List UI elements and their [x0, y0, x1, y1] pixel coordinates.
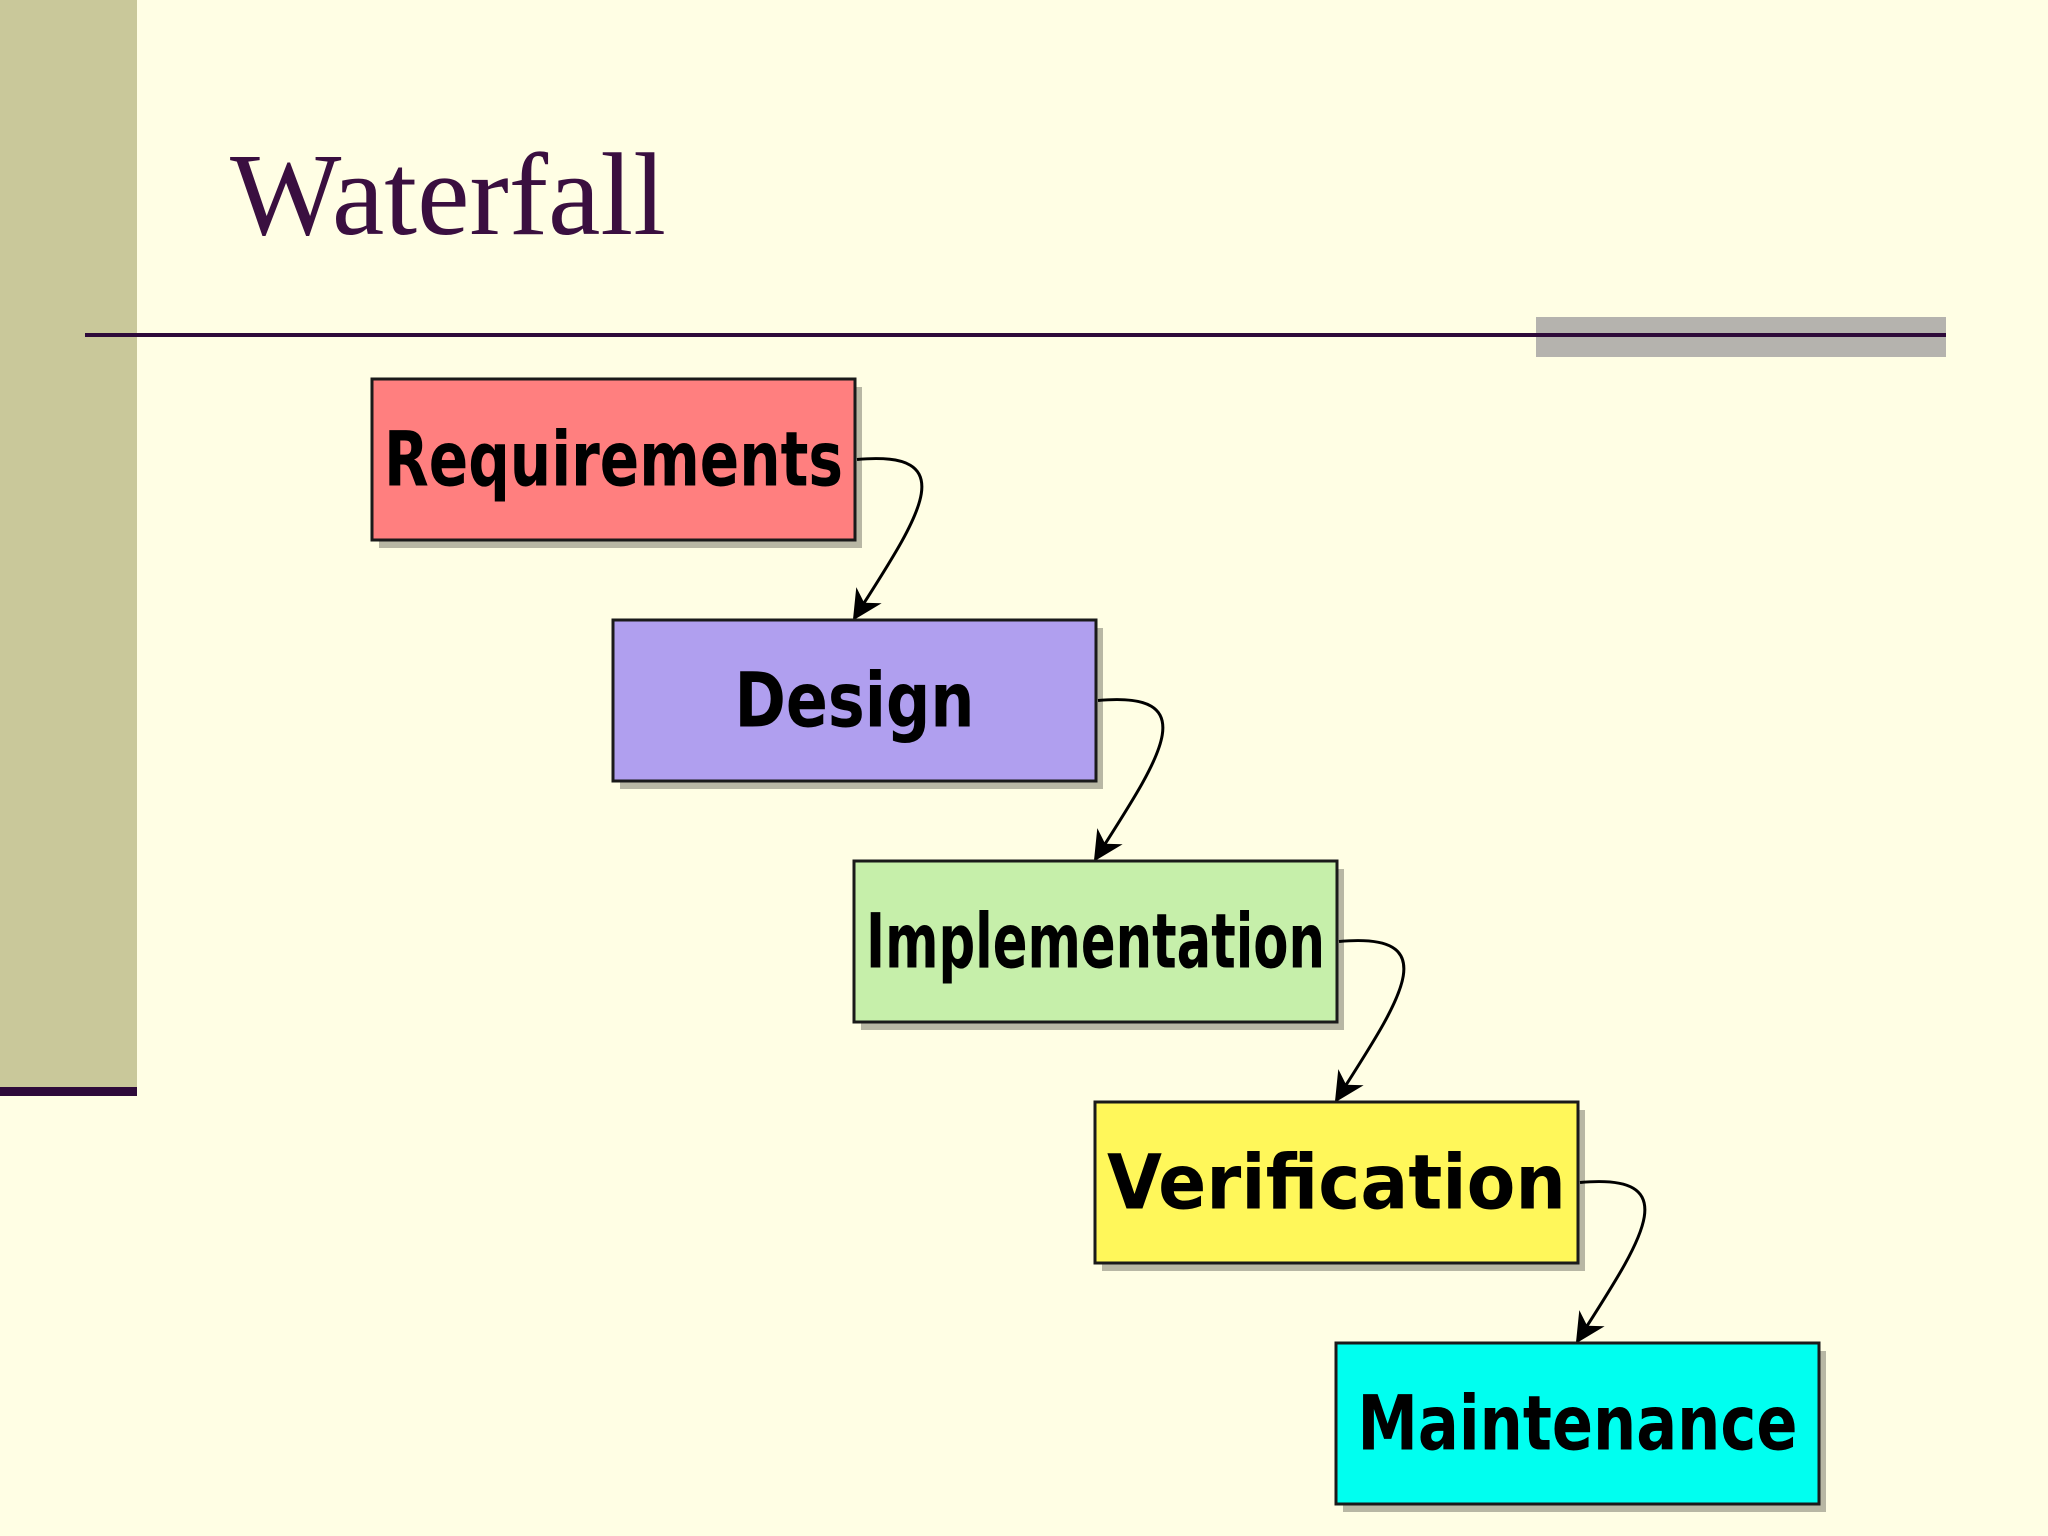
flow-arrow: [852, 457, 924, 621]
stage-box-rect: [1093, 1100, 1580, 1265]
stage-box-implementation: Implementation: [852, 859, 1344, 1030]
stage-boxes: RequirementsDesignImplementationVerifica…: [370, 377, 1826, 1512]
sidebar-accent-line: [0, 1087, 137, 1096]
stage-box-rect: [1334, 1341, 1821, 1506]
stage-box-rect: [611, 618, 1098, 783]
stage-box-rect: [852, 859, 1339, 1024]
flow-arrow: [1334, 939, 1406, 1103]
stage-box-requirements: Requirements: [370, 377, 862, 548]
slide-title: Waterfall: [230, 129, 666, 260]
title-rule-line: [85, 333, 1946, 337]
stage-label: Verification: [1107, 1138, 1566, 1227]
flow-arrow: [1575, 1180, 1647, 1344]
sidebar-band: [0, 0, 137, 1087]
flow-arrow: [1093, 698, 1165, 862]
stage-label: Requirements: [384, 415, 843, 504]
stage-label: Maintenance: [1358, 1379, 1798, 1468]
stage-box-design: Design: [611, 618, 1103, 789]
stage-box-verification: Verification: [1093, 1100, 1585, 1271]
flow-arrows: [852, 457, 1647, 1344]
stage-label: Implementation: [866, 897, 1325, 986]
title-rule-shadow-block: [1536, 317, 1946, 357]
stage-label: Design: [735, 656, 975, 745]
stage-box-maintenance: Maintenance: [1334, 1341, 1826, 1512]
stage-box-rect: [370, 377, 857, 542]
